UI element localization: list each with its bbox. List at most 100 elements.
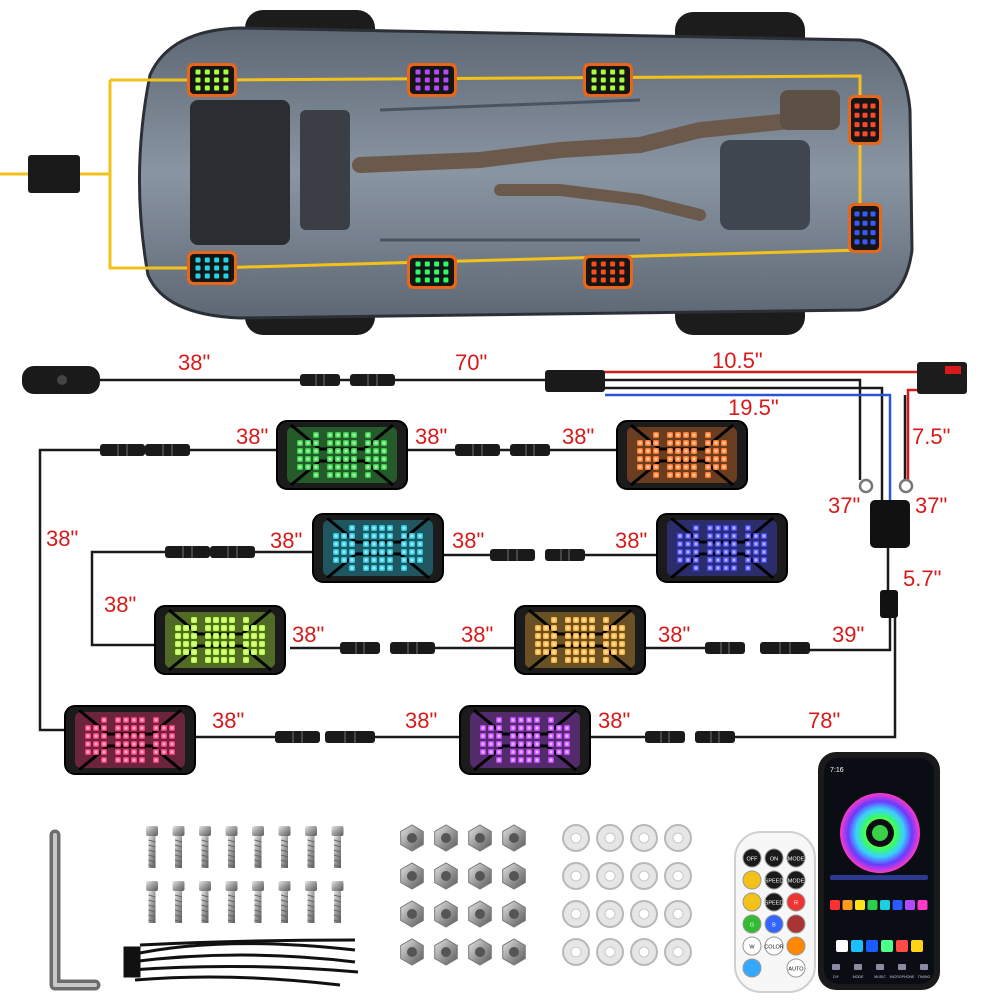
washer [630, 938, 658, 966]
hex-nut [468, 938, 492, 966]
label-ground-lead: 19.5" [728, 395, 779, 420]
hex-nuts [400, 824, 526, 966]
color-swatch [836, 940, 848, 952]
mounting-bolt [305, 826, 317, 868]
zip-ties [123, 938, 359, 987]
wire-connector [545, 549, 585, 561]
wire-connector [390, 642, 435, 654]
exhaust-pipe-2 [494, 184, 706, 221]
rock-light-pod [656, 513, 788, 583]
remote-button: MODE [786, 848, 806, 868]
washers [562, 824, 692, 966]
rear-suspension [720, 140, 810, 230]
app-tab-icon [920, 964, 928, 970]
rock-light-pod [276, 420, 408, 490]
hex-nut [502, 938, 526, 966]
washer [664, 824, 692, 852]
remote-button-label: SPEED [765, 901, 784, 907]
wire-connector [760, 642, 810, 654]
app-tab-icon [876, 964, 884, 970]
mounting-bolt [172, 826, 185, 868]
label-battery-drop: 7.5" [912, 424, 951, 449]
mounting-bolt [225, 881, 238, 923]
remote-button-label: OFF [747, 857, 759, 863]
rock-light-pod [64, 705, 196, 775]
wire-connector [350, 374, 395, 386]
remote-button-label: R [794, 901, 798, 907]
remote-button: SPEED [764, 892, 784, 912]
bluetooth-control-box [870, 500, 910, 548]
car-rock-light [848, 95, 882, 145]
hex-nut [400, 862, 424, 890]
hex-nut [502, 862, 526, 890]
label-power-red: 10.5" [712, 348, 763, 373]
mounting-bolt [278, 826, 291, 868]
app-tab-label: DIY [833, 975, 840, 979]
hex-nut [400, 938, 424, 966]
label-loop-left: 38" [104, 592, 137, 617]
hex-nut [468, 824, 492, 852]
remote-button: COLOR [764, 936, 784, 956]
phone-status-time: 7:16 [830, 767, 844, 774]
app-tab-icon [898, 964, 906, 970]
remote-button-label: AUTO [788, 967, 804, 973]
hex-nut [502, 824, 526, 852]
wire-connector [300, 374, 340, 386]
label-row3-d: 39" [832, 622, 865, 647]
rock-light-pod [514, 605, 646, 675]
wire-connector [145, 444, 190, 456]
hex-nut [400, 900, 424, 928]
hex-nut [502, 900, 526, 928]
wire-connector [165, 546, 210, 558]
remote-button [742, 892, 762, 912]
remote-button-label: MODE [788, 857, 805, 863]
label-box-to-hub: 5.7" [903, 566, 942, 591]
washer [596, 938, 624, 966]
wire-connectors [100, 374, 810, 743]
mounting-bolt [252, 826, 264, 868]
label-row4-c: 38" [598, 708, 631, 733]
mounting-bolts [146, 826, 344, 923]
mounting-bolt [172, 881, 185, 923]
diagram-pods [64, 420, 788, 775]
color-swatch [851, 940, 863, 952]
color-swatch [896, 940, 908, 952]
remote-button-label: G [750, 923, 754, 929]
washer [630, 900, 658, 928]
mounting-bolt [199, 881, 211, 923]
remote-button: SPEED [764, 870, 784, 890]
exhaust-pipe [352, 112, 808, 173]
remote-button-label: ON [770, 857, 778, 863]
wire-connector [455, 444, 500, 456]
color-swatch [855, 900, 865, 910]
wire-connector [705, 642, 745, 654]
remote-button: R [786, 892, 806, 912]
washer [630, 824, 658, 852]
remote-button: AUTO [786, 958, 806, 978]
color-swatch [867, 900, 878, 910]
remote-button-label: MODE [788, 879, 805, 885]
label-ring-left: 37" [828, 493, 861, 518]
car-rock-light [583, 63, 633, 97]
hex-nut [468, 900, 492, 928]
washer [664, 862, 692, 890]
label-row3-c: 38" [658, 622, 691, 647]
color-swatch [880, 900, 890, 910]
label-row1-b: 38" [415, 424, 448, 449]
splitter-connector [545, 370, 605, 392]
mounting-bolt [331, 881, 344, 923]
washer [562, 900, 590, 928]
remote-button [786, 914, 806, 934]
remote-button-label: COLOR [764, 945, 784, 951]
mounting-bolt [278, 881, 291, 923]
color-swatch [911, 940, 923, 952]
remote-button: B [764, 914, 784, 934]
label-row3-a: 38" [292, 622, 325, 647]
app-tab-label: MICROPHONE [890, 975, 915, 979]
color-swatch [892, 900, 903, 910]
label-left-return: 38" [46, 526, 79, 551]
car-pods [187, 63, 882, 289]
label-row1-c: 38" [562, 424, 595, 449]
